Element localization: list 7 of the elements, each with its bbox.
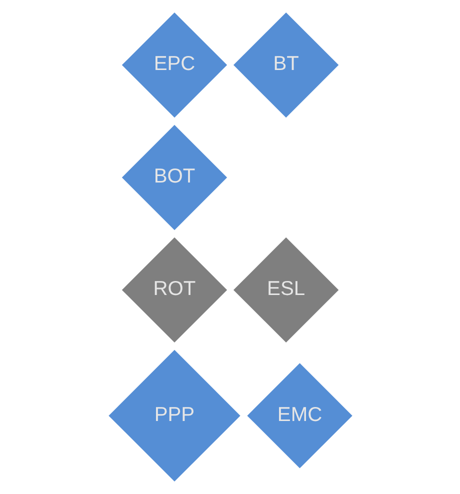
node-diamond: PPP [108,350,240,482]
node-diamond: BT [232,12,338,118]
node-diamond: EPC [121,12,227,118]
node-diamond: ESL [232,237,338,343]
node-diamond: BOT [121,124,227,230]
node-diamond: EMC [246,363,352,468]
node-diamond: ROT [121,237,227,343]
